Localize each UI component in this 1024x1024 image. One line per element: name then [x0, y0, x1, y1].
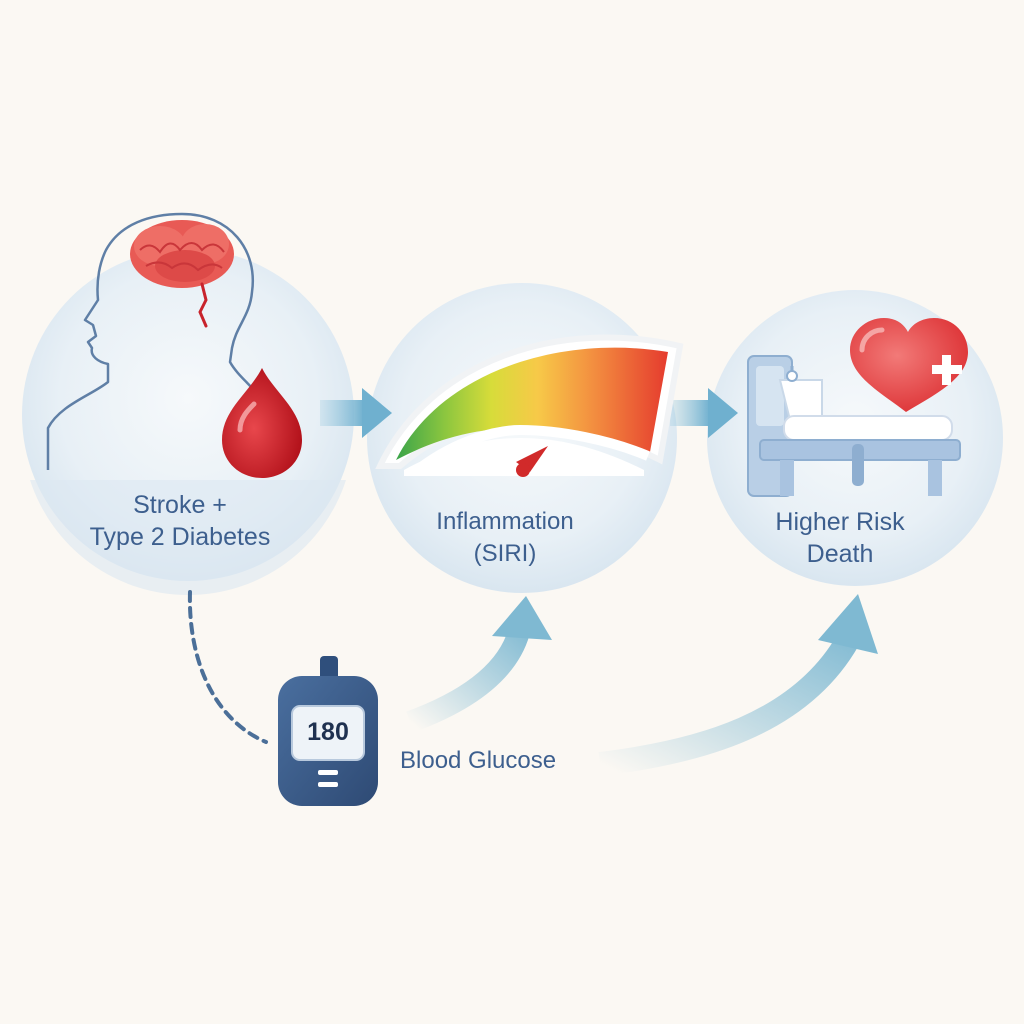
- curved-arrow-to-risk: [598, 594, 878, 776]
- blood-glucose-label: Blood Glucose: [400, 747, 557, 774]
- stage-label-line: (SIRI): [473, 540, 537, 567]
- arrow-stroke-to-inflammation: [320, 388, 392, 438]
- glucose-meter-icon: [278, 656, 378, 806]
- hospital-bed-icon: [747, 355, 961, 497]
- arrow-inflammation-to-risk: [670, 388, 738, 438]
- gauge-icon: [375, 334, 684, 477]
- dashed-connector: [187, 590, 268, 744]
- head-silhouette-icon: [46, 212, 282, 471]
- curved-arrow-to-inflammation: [406, 596, 552, 733]
- stage-label-line: Stroke +: [133, 491, 227, 519]
- stage-label-line: Type 2 Diabetes: [89, 523, 271, 551]
- stage-label-inflammation: Inflammation (SIRI): [380, 506, 630, 570]
- brain-icon: [130, 220, 234, 328]
- stage-label-stroke-diabetes: Stroke + Type 2 Diabetes: [40, 489, 320, 553]
- stage-label-line: Death: [806, 540, 874, 568]
- stage-label-higher-risk: Higher Risk Death: [730, 506, 950, 570]
- stage-label-line: Inflammation: [436, 508, 574, 535]
- meter-reading: 180: [307, 718, 349, 746]
- blood-drop-icon: [222, 368, 302, 478]
- heart-plus-icon: [850, 318, 968, 412]
- stage-label-line: Higher Risk: [775, 508, 905, 536]
